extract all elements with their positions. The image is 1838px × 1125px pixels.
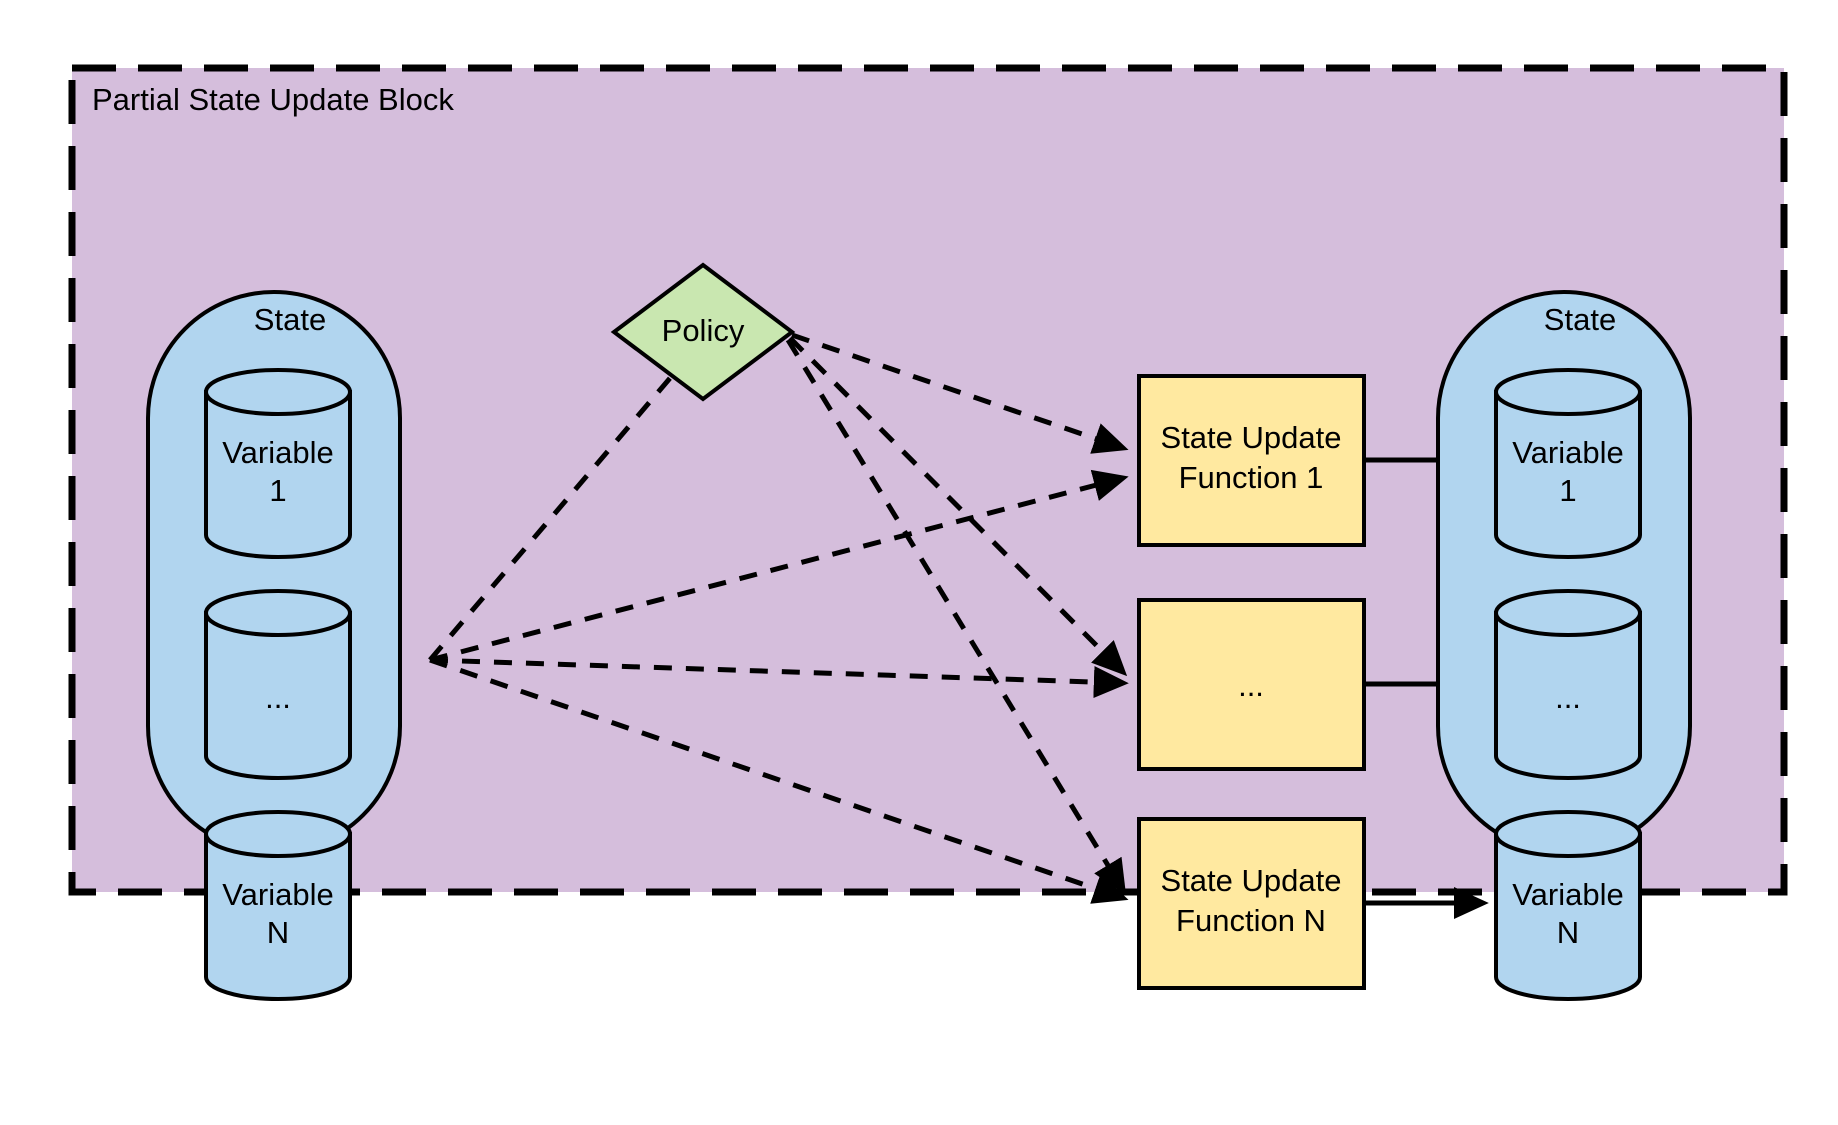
state-update-function-n-line2: Function N [1176,903,1326,938]
state-output-label: State [1544,302,1616,337]
input-variable-n-line2: N [267,915,289,950]
output-variable-1-cylinder: Variable 1 [1494,368,1642,559]
output-variable-1-line2: 1 [1559,473,1576,508]
state-update-function-n-line1: State Update [1161,863,1342,898]
input-variable-n-cylinder: Variable N [204,810,352,1001]
state-update-function-n-shape [1137,817,1366,990]
edges-from-state-input [428,345,1129,904]
edge-state-to-function-mid [429,657,1129,699]
state-input-container: State Variable 1 ... Variable N [146,290,402,1001]
input-variable-mid-label: ... [265,680,291,715]
state-update-function-mid-shape [1137,598,1366,771]
edge-state-to-function-n [429,657,1129,904]
state-update-function-1: State Update Function 1 [1137,374,1366,547]
output-variable-mid-label: ... [1555,680,1581,715]
output-variable-1-line1: Variable [1512,435,1623,470]
state-update-function-mid: ... [1137,598,1366,771]
output-variable-mid-cylinder: ... [1494,589,1642,780]
output-variable-n-line2: N [1557,915,1579,950]
input-variable-1-line1: Variable [222,435,333,470]
edge-state-to-policy [428,345,698,662]
state-update-function-1-line2: Function 1 [1179,460,1324,495]
edge-policy-to-function-n [785,338,1127,895]
state-update-function-n: State Update Function N [1137,817,1366,990]
input-variable-mid-cylinder: ... [204,589,352,780]
input-variable-1-cylinder: Variable 1 [204,368,352,559]
policy-node: Policy [610,262,796,402]
state-update-function-1-line1: State Update [1161,420,1342,455]
block-title: Partial State Update Block [92,82,454,117]
state-output-container: State Variable 1 ... Variable N [1436,290,1692,1001]
edge-policy-to-function-1 [791,332,1129,454]
state-input-label: State [254,302,326,337]
output-variable-n-cylinder: Variable N [1494,810,1642,1001]
edge-state-to-function-1 [429,469,1129,663]
output-variable-n-line1: Variable [1512,877,1623,912]
input-variable-n-line1: Variable [222,877,333,912]
state-update-function-1-shape [1137,374,1366,547]
edge-policy-to-function-mid [788,336,1128,677]
policy-label: Policy [662,313,745,348]
edges-from-policy [785,332,1129,895]
state-update-function-mid-label: ... [1238,668,1264,703]
input-variable-1-line2: 1 [269,473,286,508]
policy-diamond-shape [610,262,796,402]
